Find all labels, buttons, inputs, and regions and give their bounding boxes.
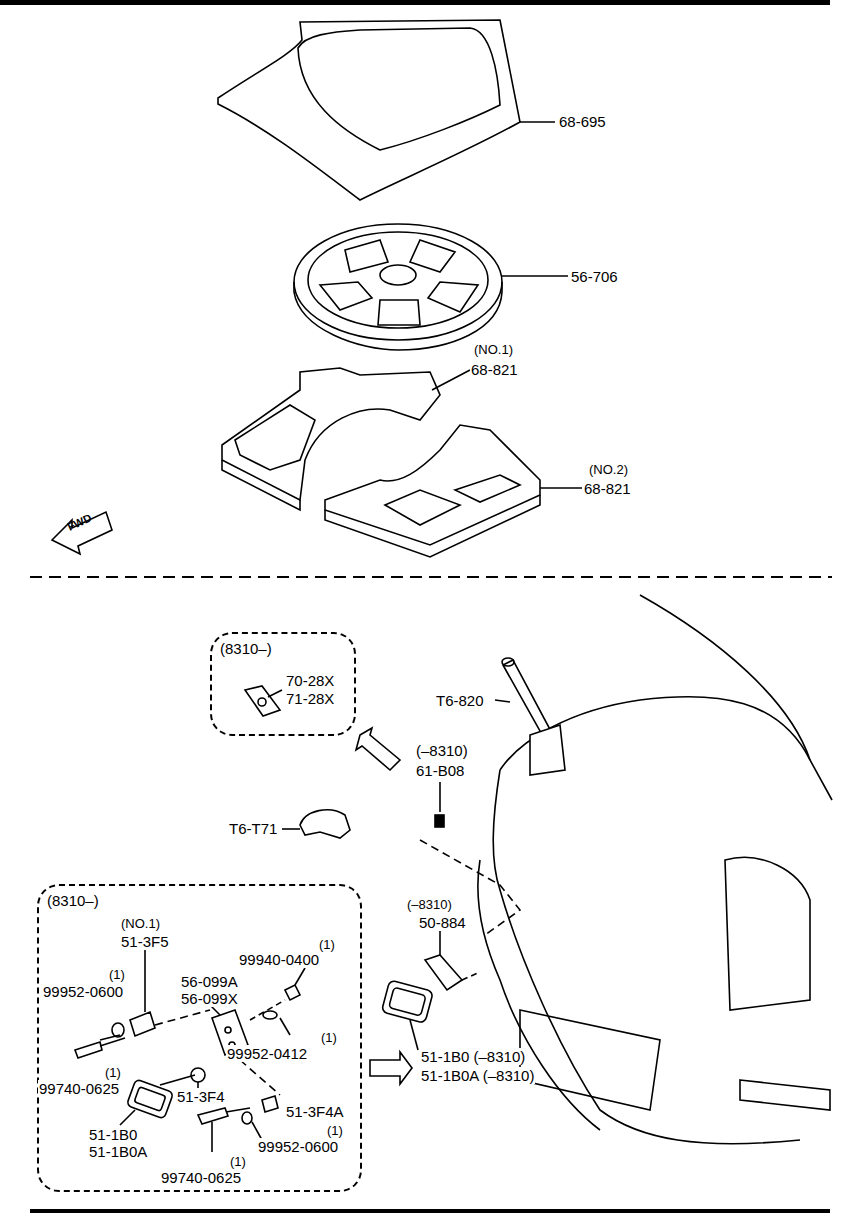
part-number: 51-1B0A (88, 1143, 148, 1160)
part-number: 51-3F5 (120, 933, 170, 950)
part-number: 51-1B0 (88, 1126, 138, 1143)
part-number: (–8310) (415, 742, 469, 759)
part-number: 61-B08 (415, 762, 465, 779)
qualifier-note: (1) (229, 1155, 247, 1169)
part-number: 51-3F4 (176, 1088, 226, 1105)
part-number: 99940-0400 (238, 951, 320, 968)
part-number: 68-821 (583, 480, 632, 497)
qualifier-note: (NO.1) (120, 917, 161, 931)
part-number: 51-3F4A (285, 1103, 345, 1120)
part-number: 99952-0600 (42, 983, 124, 1000)
part-number: 56-706 (570, 268, 619, 285)
qualifier-note: (1) (108, 968, 126, 982)
part-number: 50-884 (418, 914, 467, 931)
part-number: 56-099A (180, 973, 239, 990)
group-heading: (8310–) (47, 892, 99, 909)
part-number: 51-1B0A (–8310) (420, 1067, 535, 1084)
part-number: 70-28X (285, 672, 335, 689)
group-heading: (8310–) (220, 640, 272, 657)
qualifier-note: (1) (318, 938, 336, 952)
part-number: 99740-0625 (160, 1169, 242, 1186)
qualifier-note: (1) (320, 1031, 338, 1045)
part-number: 68-695 (558, 113, 607, 130)
qualifier-note: (NO.2) (588, 463, 629, 477)
qualifier-note: (1) (104, 1066, 122, 1080)
qualifier-note: (1) (326, 1124, 344, 1138)
part-number: 51-1B0 (–8310) (420, 1048, 526, 1065)
part-number: 99740-0625 (38, 1080, 120, 1097)
part-number: T6-820 (435, 692, 485, 709)
qualifier-note: (–8310) (406, 898, 453, 912)
part-number: 56-099X (180, 990, 239, 1007)
qualifier-note: (NO.1) (473, 343, 514, 357)
part-number: 99952-0412 (226, 1045, 308, 1062)
part-number: 71-28X (285, 690, 335, 707)
part-number: T6-T71 (228, 820, 278, 837)
part-number: 68-821 (470, 361, 519, 378)
part-number: 99952-0600 (257, 1138, 339, 1155)
